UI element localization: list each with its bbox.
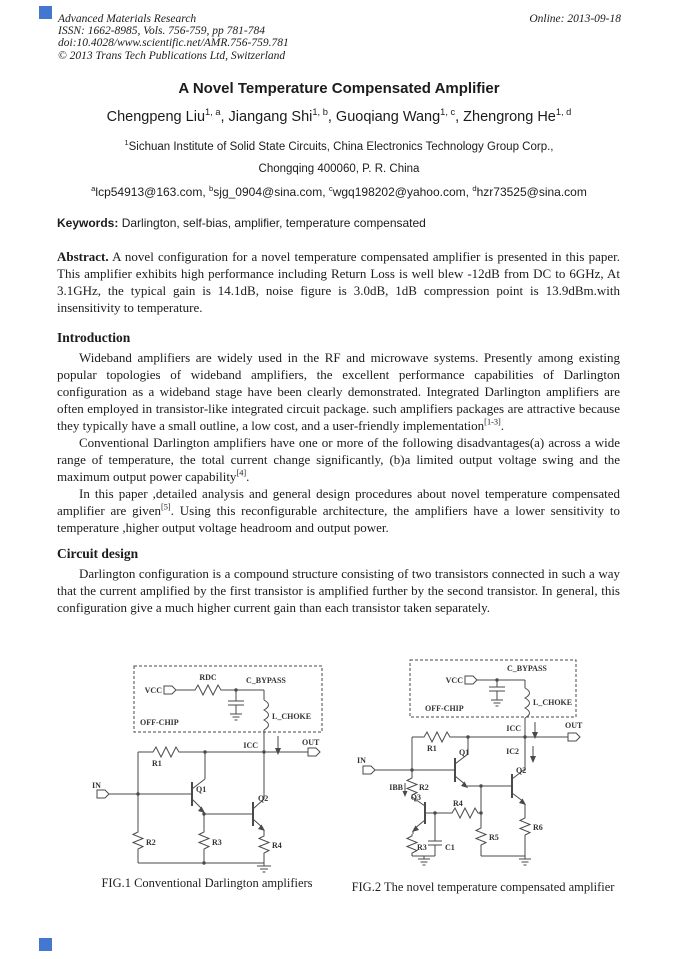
fig2-label-out: OUT bbox=[565, 721, 583, 730]
section-heading-circuit-design: Circuit design bbox=[57, 546, 139, 561]
fig1-label-icc: ICC bbox=[243, 741, 258, 750]
corner-mark-bottom bbox=[39, 938, 52, 951]
intro-paragraph-1: Wideband amplifiers are widely used in t… bbox=[57, 350, 620, 433]
intro-paragraph-2: Conventional Darlington amplifiers have … bbox=[57, 435, 620, 484]
issn-line: ISSN: 1662-8985, Vols. 756-759, pp 781-7… bbox=[58, 25, 265, 38]
corner-mark-top bbox=[39, 6, 52, 19]
fig2-label-r4: R4 bbox=[453, 799, 463, 808]
fig1-label-out: OUT bbox=[302, 738, 320, 747]
fig1-label-r4: R4 bbox=[272, 841, 282, 850]
fig2-label-r3: R3 bbox=[417, 843, 427, 852]
journal-header: Advanced Materials Research ISSN: 1662-8… bbox=[58, 13, 289, 62]
fig2-schematic: VCC C_BYPASS OFF-CHIP L_CHOKE ICC OUT R1… bbox=[357, 659, 583, 866]
fig1-schematic: VCC RDC C_BYPASS OFF-CHIP L_CHOKE ICC OU… bbox=[92, 665, 323, 873]
fig2-drawing bbox=[362, 659, 581, 866]
body-content: Abstract. A novel configuration for a no… bbox=[57, 248, 620, 616]
fig2-label-c1: C1 bbox=[445, 843, 455, 852]
fig1-label-rdc: RDC bbox=[199, 673, 217, 682]
fig2-caption: FIG.2 The novel temperature compensated … bbox=[351, 880, 615, 894]
fig2-label-l-choke: L_CHOKE bbox=[533, 698, 572, 707]
fig2-label-q2: Q2 bbox=[516, 766, 526, 775]
fig2-label-icc: ICC bbox=[506, 724, 521, 733]
fig1-label-r2: R2 bbox=[146, 838, 156, 847]
fig1-label-vcc: VCC bbox=[145, 686, 163, 695]
fig2-label-r6: R6 bbox=[533, 823, 543, 832]
fig1-label-q2: Q2 bbox=[258, 794, 268, 803]
affiliation-line-1: 1Sichuan Institute of Solid State Circui… bbox=[124, 138, 554, 153]
fig2-label-r1: R1 bbox=[427, 744, 437, 753]
fig2-label-ic2: IC2 bbox=[506, 747, 519, 756]
paper-title: A Novel Temperature Compensated Amplifie… bbox=[178, 80, 500, 97]
abstract-paragraph: Abstract. A novel configuration for a no… bbox=[57, 249, 620, 315]
fig1-drawing bbox=[96, 665, 323, 873]
journal-name: Advanced Materials Research bbox=[58, 13, 197, 25]
fig2-label-r5: R5 bbox=[489, 833, 499, 842]
fig1-label-in: IN bbox=[92, 781, 101, 790]
fig1-label-r1: R1 bbox=[152, 759, 162, 768]
copyright-line: © 2013 Trans Tech Publications Ltd, Swit… bbox=[58, 49, 286, 62]
fig2-label-ibb: IBB bbox=[389, 783, 403, 792]
circuit-paragraph-1: Darlington configuration is a compound s… bbox=[57, 566, 620, 615]
fig1-label-c-bypass: C_BYPASS bbox=[246, 676, 286, 685]
online-date: Online: 2013-09-18 bbox=[529, 13, 621, 25]
fig1-label-q1: Q1 bbox=[196, 785, 206, 794]
fig1-label-off-chip: OFF-CHIP bbox=[140, 718, 179, 727]
keywords-line: Keywords: Darlington, self-bias, amplifi… bbox=[57, 216, 426, 230]
fig2-label-q3: Q3 bbox=[411, 793, 421, 802]
affiliation-line-2: Chongqing 400060, P. R. China bbox=[258, 163, 420, 175]
authors-line: Chengpeng Liu1, a, Jiangang Shi1, b, Guo… bbox=[106, 107, 572, 125]
fig2-label-c-bypass: C_BYPASS bbox=[507, 664, 547, 673]
fig2-label-in: IN bbox=[357, 756, 366, 765]
emails-line: alcp54913@163.com, bsjg_0904@sina.com, c… bbox=[91, 184, 587, 199]
doi-line: doi:10.4028/www.scientific.net/AMR.756-7… bbox=[58, 37, 289, 50]
fig2-label-q1: Q1 bbox=[459, 748, 469, 757]
fig1-label-l-choke: L_CHOKE bbox=[272, 712, 311, 721]
fig2-label-r2: R2 bbox=[419, 783, 429, 792]
section-heading-introduction: Introduction bbox=[57, 330, 131, 345]
fig1-caption: FIG.1 Conventional Darlington amplifiers bbox=[101, 876, 313, 890]
fig2-label-vcc: VCC bbox=[446, 676, 464, 685]
fig2-label-off-chip: OFF-CHIP bbox=[425, 704, 464, 713]
intro-paragraph-3: In this paper ,detailed analysis and gen… bbox=[57, 486, 620, 535]
fig1-label-r3: R3 bbox=[212, 838, 222, 847]
